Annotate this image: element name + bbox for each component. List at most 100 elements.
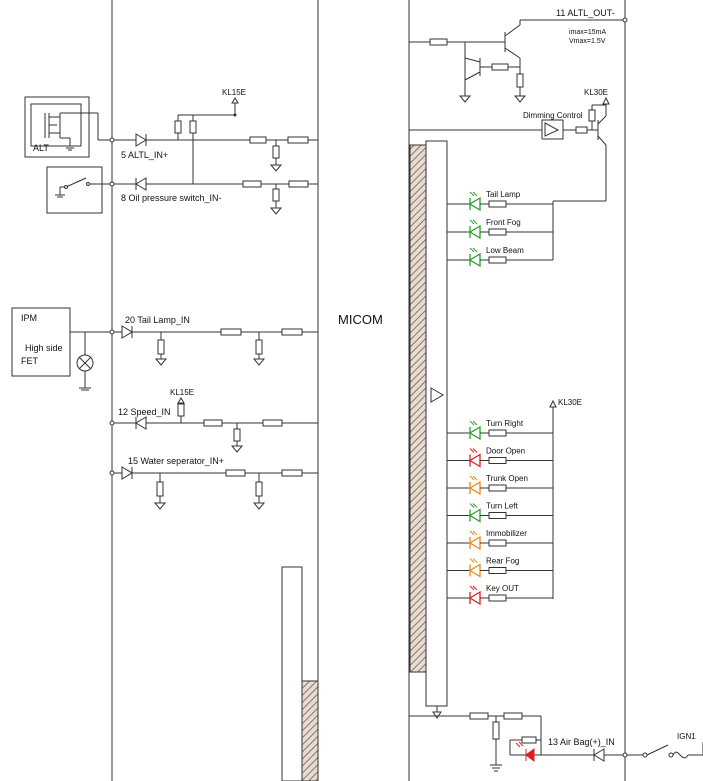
led-ray xyxy=(472,448,478,453)
led-row: Rear Fog xyxy=(447,557,553,578)
led-ray xyxy=(469,420,475,426)
altl-out-label: 11 ALTL_OUT- xyxy=(556,8,615,18)
led-ray xyxy=(472,503,478,508)
led-ray xyxy=(472,191,478,197)
led-resistor xyxy=(488,429,507,437)
alt-module xyxy=(24,96,99,158)
led-label: Turn Right xyxy=(486,419,524,428)
imax-label: imax=15mA xyxy=(569,29,606,36)
led-ray xyxy=(472,420,478,426)
led-ray xyxy=(469,585,475,591)
alt-label: ALT xyxy=(33,143,49,153)
led-label: Door Open xyxy=(486,447,525,456)
led-ray xyxy=(469,448,475,453)
led-icon xyxy=(468,425,481,441)
led-label: Front Fog xyxy=(486,218,521,227)
display-hatched-strip xyxy=(409,144,427,673)
airbag-circuit xyxy=(409,706,703,772)
fet-label: FET xyxy=(21,356,39,366)
led-icon xyxy=(468,196,481,212)
led-resistor xyxy=(488,256,507,264)
led-row: Key OUT xyxy=(447,584,553,606)
tail-in-label: 20 Tail Lamp_IN xyxy=(125,315,190,325)
led-icon xyxy=(468,224,481,240)
led-icon xyxy=(468,480,481,496)
led-row: Front Fog xyxy=(447,218,553,240)
bus-arrow xyxy=(430,387,444,403)
led-row: Low Beam xyxy=(447,246,553,268)
oil-in-label: 8 Oil pressure switch_IN- xyxy=(121,193,222,203)
led-ray xyxy=(469,530,475,536)
led-ray xyxy=(469,475,475,481)
led-ray xyxy=(472,247,478,253)
led-ray xyxy=(469,247,475,253)
led-resistor xyxy=(488,567,507,574)
ign1-label: IGN1 xyxy=(677,732,696,741)
led-resistor xyxy=(488,484,507,492)
led-resistor xyxy=(488,200,507,208)
oil-switch-module xyxy=(46,166,136,214)
led-icon xyxy=(468,535,481,551)
led-ray xyxy=(469,503,475,508)
dimming-control xyxy=(409,96,610,202)
water-in-label: 15 Water seperator_IN+ xyxy=(128,456,224,466)
speed-in-line xyxy=(112,397,318,453)
led-label: Rear Fog xyxy=(486,557,519,566)
led-icon xyxy=(468,563,481,578)
led-icon xyxy=(468,590,481,606)
led-ray xyxy=(472,558,478,563)
led-icon xyxy=(468,453,481,468)
altl-in-label: 5 ALTL_IN+ xyxy=(121,150,168,160)
kl15e-label-a: KL15E xyxy=(222,88,246,97)
led-icon xyxy=(468,252,481,268)
high-side-label: High side xyxy=(25,343,63,353)
kl15e-label-b: KL15E xyxy=(170,388,194,397)
airbag-in-label: 13 Air Bag(+)_IN xyxy=(548,737,615,747)
lower-bar xyxy=(281,566,303,781)
led-ray xyxy=(469,219,475,225)
left-terminals xyxy=(109,137,115,476)
kl30e-label-top: KL30E xyxy=(584,88,608,97)
led-label: Tail Lamp xyxy=(486,190,521,199)
led-row: Turn Right xyxy=(447,419,553,441)
led-ray xyxy=(469,558,475,563)
led-label: Turn Left xyxy=(486,502,518,511)
ipm-label: IPM xyxy=(21,313,37,323)
display-bus-bar xyxy=(425,140,448,707)
led-label: Low Beam xyxy=(486,246,524,255)
lower-hatched-strip xyxy=(301,680,319,781)
led-resistor xyxy=(488,512,507,519)
vmax-label: Vmax=1.5V xyxy=(569,38,606,45)
kl30e-label-mid: KL30E xyxy=(558,398,582,407)
led-label: Immobilizer xyxy=(486,529,527,538)
led-ray xyxy=(472,475,478,481)
speed-in-label: 12 Speed_IN xyxy=(118,407,171,417)
oil-in-line xyxy=(135,177,318,215)
water-in-line xyxy=(112,466,318,510)
led-ray xyxy=(472,530,478,536)
altl-out-driver xyxy=(409,17,628,103)
led-row: Turn Left xyxy=(447,502,553,523)
led-ray xyxy=(469,191,475,197)
led-label: Key OUT xyxy=(486,584,519,593)
dimming-label: Dimming Control xyxy=(523,111,583,120)
led-resistor xyxy=(488,457,507,464)
tail-in-line xyxy=(121,325,318,366)
led-resistor xyxy=(488,228,507,236)
bottom-led-rails xyxy=(549,399,557,599)
led-resistor xyxy=(488,539,507,547)
led-row: Door Open xyxy=(447,447,553,468)
micom-title: MICOM xyxy=(338,312,383,327)
ipm-module xyxy=(11,307,122,391)
led-resistor xyxy=(488,594,507,602)
led-ray xyxy=(472,219,478,225)
led-ray xyxy=(472,585,478,591)
led-row: Immobilizer xyxy=(447,529,553,551)
led-label: Trunk Open xyxy=(486,474,528,483)
led-row: Tail Lamp xyxy=(447,190,553,212)
altl-in-line xyxy=(98,97,318,184)
led-icon xyxy=(468,508,481,523)
